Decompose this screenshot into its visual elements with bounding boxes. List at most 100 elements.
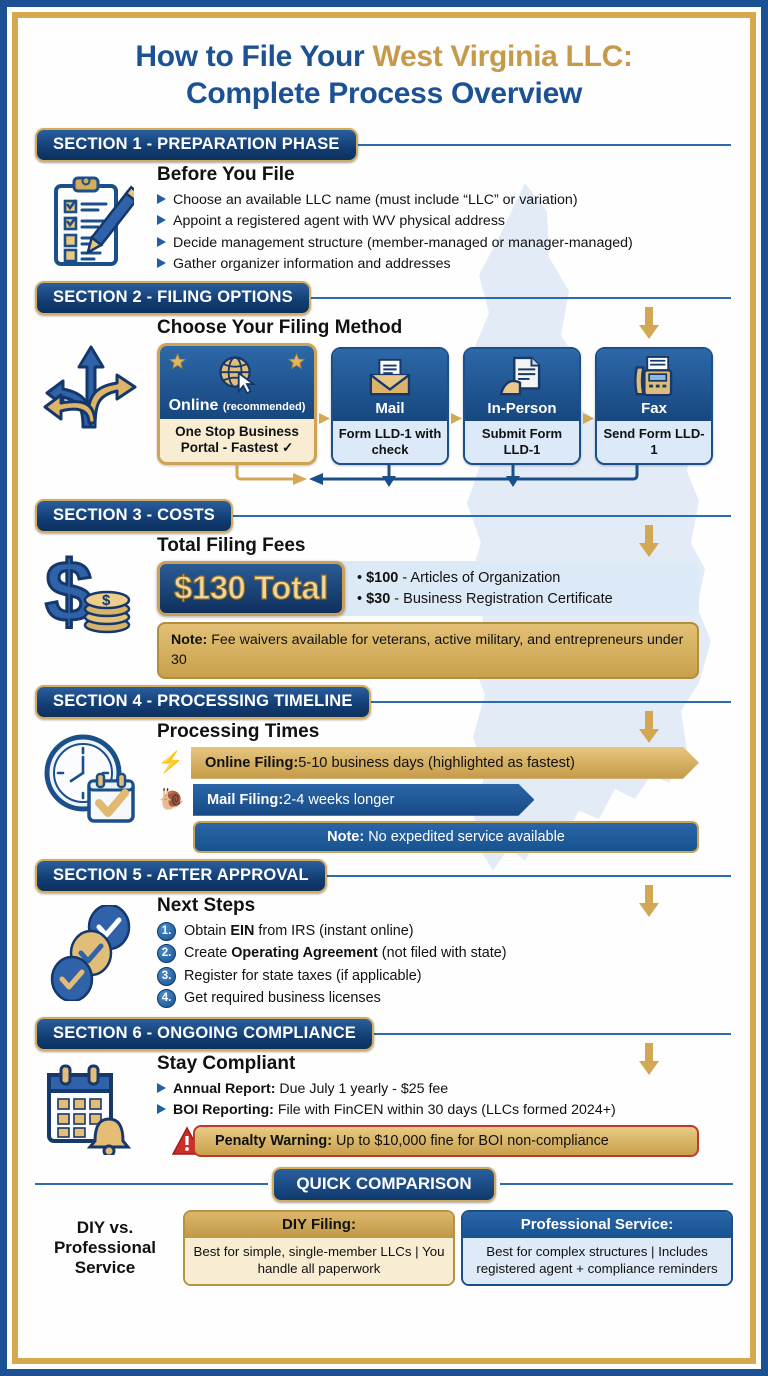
section-6-content: Stay Compliant Annual Report: Due July 1… <box>157 1053 733 1157</box>
comparison-rule-left <box>35 1183 269 1186</box>
bullet-detail: Due July 1 yearly - $25 fee <box>275 1080 449 1097</box>
step-number-badge: 2. <box>157 944 176 964</box>
bullet-text: Gather organizer information and address… <box>173 255 451 272</box>
section-6-body: Stay Compliant Annual Report: Due July 1… <box>35 1053 733 1157</box>
column-text: Best for simple, single-member LLCs | Yo… <box>185 1237 453 1284</box>
section-1-heading: Before You File <box>157 164 295 186</box>
list-item: BOI Reporting: File with FinCEN within 3… <box>157 1100 699 1120</box>
step-text-bold: Operating Agreement <box>231 945 378 962</box>
step-text: Register for state taxes (if applicable) <box>184 966 422 986</box>
filing-method-card-in-person[interactable]: In-Person Submit Form LLD-1 <box>463 347 581 466</box>
list-item: • $30 - Business Registration Certificat… <box>356 590 613 607</box>
envelope-icon <box>337 355 443 399</box>
comparison-header: QUICK COMPARISON <box>35 1166 734 1202</box>
card-connector-arrow-icon <box>449 412 463 465</box>
step-text-pre: Register for state taxes (if applicable) <box>184 967 422 984</box>
section-4-heading: Processing Times <box>157 720 320 742</box>
section-header-6: SECTION 6 - ONGOING COMPLIANCE <box>35 1016 733 1075</box>
bullet-label: BOI Reporting: <box>173 1101 274 1118</box>
title-line1-prefix: How to File Your <box>135 40 373 73</box>
compliance-bullet-list: Annual Report: Due July 1 yearly - $25 f… <box>157 1079 699 1120</box>
list-item: Gather organizer information and address… <box>157 254 699 274</box>
bullet-triangle-icon <box>157 215 166 226</box>
fee-label: - Business Registration Certificate <box>390 590 613 607</box>
step-text-pre: Get required business licenses <box>184 990 381 1007</box>
step-text-pre: Create <box>184 945 232 962</box>
list-item: • $100 - Articles of Organization <box>356 570 561 587</box>
fee-waiver-note: Note: Fee waivers available for veterans… <box>157 622 699 679</box>
section-3-body: $ $ Total Filing Fees $ <box>35 535 733 679</box>
section-rule-5 <box>320 874 731 877</box>
card-top: Fax <box>597 349 711 421</box>
card-connector-arrow-icon <box>581 412 595 465</box>
section-header-2: SECTION 2 - FILING OPTIONS <box>35 280 733 339</box>
hand-document-icon <box>469 355 575 399</box>
section-rule-4 <box>364 700 731 703</box>
bullet-text: Decide management structure (member-mana… <box>173 234 633 251</box>
step-text: Get required business licenses <box>184 988 381 1008</box>
note-text: Fee waivers available for veterans, acti… <box>171 632 684 668</box>
snail-icon: 🐌 <box>158 788 186 812</box>
fee-amount: $30 <box>366 590 391 607</box>
card-top: Mail <box>333 349 447 421</box>
flow-down-arrow-icon <box>638 710 660 743</box>
section-5-content: Next Steps 1. Obtain EIN from IRS (insta… <box>157 895 733 1011</box>
list-item: 1. Obtain EIN from IRS (instant online) <box>157 921 699 941</box>
list-item: 2. Create Operating Agreement (not filed… <box>157 943 699 964</box>
section-header-4: SECTION 4 - PROCESSING TIMELINE <box>35 684 733 743</box>
star-icon <box>288 352 305 370</box>
section-1-body: Before You File Choose an available LLC … <box>35 164 733 275</box>
card-title: Mail <box>375 400 405 417</box>
timeline-bar-mail: Mail Filing: 2-4 weeks longer <box>193 784 534 816</box>
card-detail: One Stop Business Portal - Fastest ✓ <box>160 418 314 463</box>
filing-method-card-fax[interactable]: Fax Send Form LLD-1 <box>595 347 713 466</box>
list-item: Annual Report: Due July 1 yearly - $25 f… <box>157 1079 699 1099</box>
comparison-column-professional[interactable]: Professional Service: Best for complex s… <box>461 1209 733 1286</box>
filing-method-card-online[interactable]: Online (recommended) One Stop Business P… <box>157 342 317 466</box>
step-text-post: from IRS (instant online) <box>254 922 414 939</box>
list-item: 4. Get required business licenses <box>157 988 699 1009</box>
bullet-text: Choose an available LLC name (must inclu… <box>173 192 578 209</box>
section-1-content: Before You File Choose an available LLC … <box>157 164 733 275</box>
section-badge-4: SECTION 4 - PROCESSING TIMELINE <box>35 684 371 719</box>
step-text-bold: EIN <box>230 922 255 939</box>
note-text: No expedited service available <box>364 828 565 845</box>
section-6-heading: Stay Compliant <box>157 1052 296 1074</box>
card-title: In-Person <box>487 400 557 417</box>
filing-methods-row: Online (recommended) One Stop Business P… <box>157 342 723 466</box>
list-item: Appoint a registered agent with WV physi… <box>157 211 699 231</box>
step-text-post: (not filed with state) <box>377 945 507 962</box>
step-text-pre: Obtain <box>184 922 231 939</box>
bullet-text: Appoint a registered agent with WV physi… <box>173 213 506 230</box>
section-4-body: Processing Times ⚡ Online Filing: 5-10 b… <box>35 721 733 853</box>
comparison-columns: DIY Filing: Best for simple, single-memb… <box>183 1209 733 1286</box>
column-header: DIY Filing: <box>185 1211 453 1238</box>
step-text: Obtain EIN from IRS (instant online) <box>184 921 414 941</box>
column-text: Best for complex structures | Includes r… <box>463 1237 731 1284</box>
bullet-triangle-icon <box>157 236 166 247</box>
section-rule-1 <box>351 144 731 147</box>
flow-down-arrow-icon <box>638 525 660 558</box>
card-detail: Submit Form LLD-1 <box>465 421 579 464</box>
fee-label: - Articles of Organization <box>398 570 561 587</box>
timeline-row-online: ⚡ Online Filing: 5-10 business days (hig… <box>157 747 699 779</box>
section-2-body: Choose Your Filing Method <box>35 317 733 493</box>
warning-label: Penalty Warning: <box>215 1132 333 1149</box>
filing-method-card-mail[interactable]: Mail Form LLD-1 with check <box>331 347 449 466</box>
card-qualifier: (recommended) <box>222 400 306 413</box>
section-badge-5: SECTION 5 - AFTER APPROVAL <box>35 858 327 893</box>
timeline-bar-online: Online Filing: 5-10 business days (highl… <box>191 747 699 779</box>
comparison-body: DIY vs. Professional Service DIY Filing:… <box>35 1209 733 1286</box>
section-5-body: Next Steps 1. Obtain EIN from IRS (insta… <box>35 895 733 1011</box>
section-2-heading: Choose Your Filing Method <box>157 316 403 338</box>
step-number-badge: 3. <box>157 966 176 986</box>
bullet-triangle-icon <box>157 1082 166 1093</box>
filing-flow-connectors <box>157 463 723 493</box>
bullet-triangle-icon <box>157 1103 166 1114</box>
card-title: Fax <box>641 400 667 417</box>
comparison-column-diy[interactable]: DIY Filing: Best for simple, single-memb… <box>183 1209 455 1286</box>
title-line1-highlight: West Virginia LLC: <box>372 40 633 73</box>
section-2-content: Choose Your Filing Method <box>157 317 733 493</box>
section-badge-3: SECTION 3 - COSTS <box>35 499 234 534</box>
